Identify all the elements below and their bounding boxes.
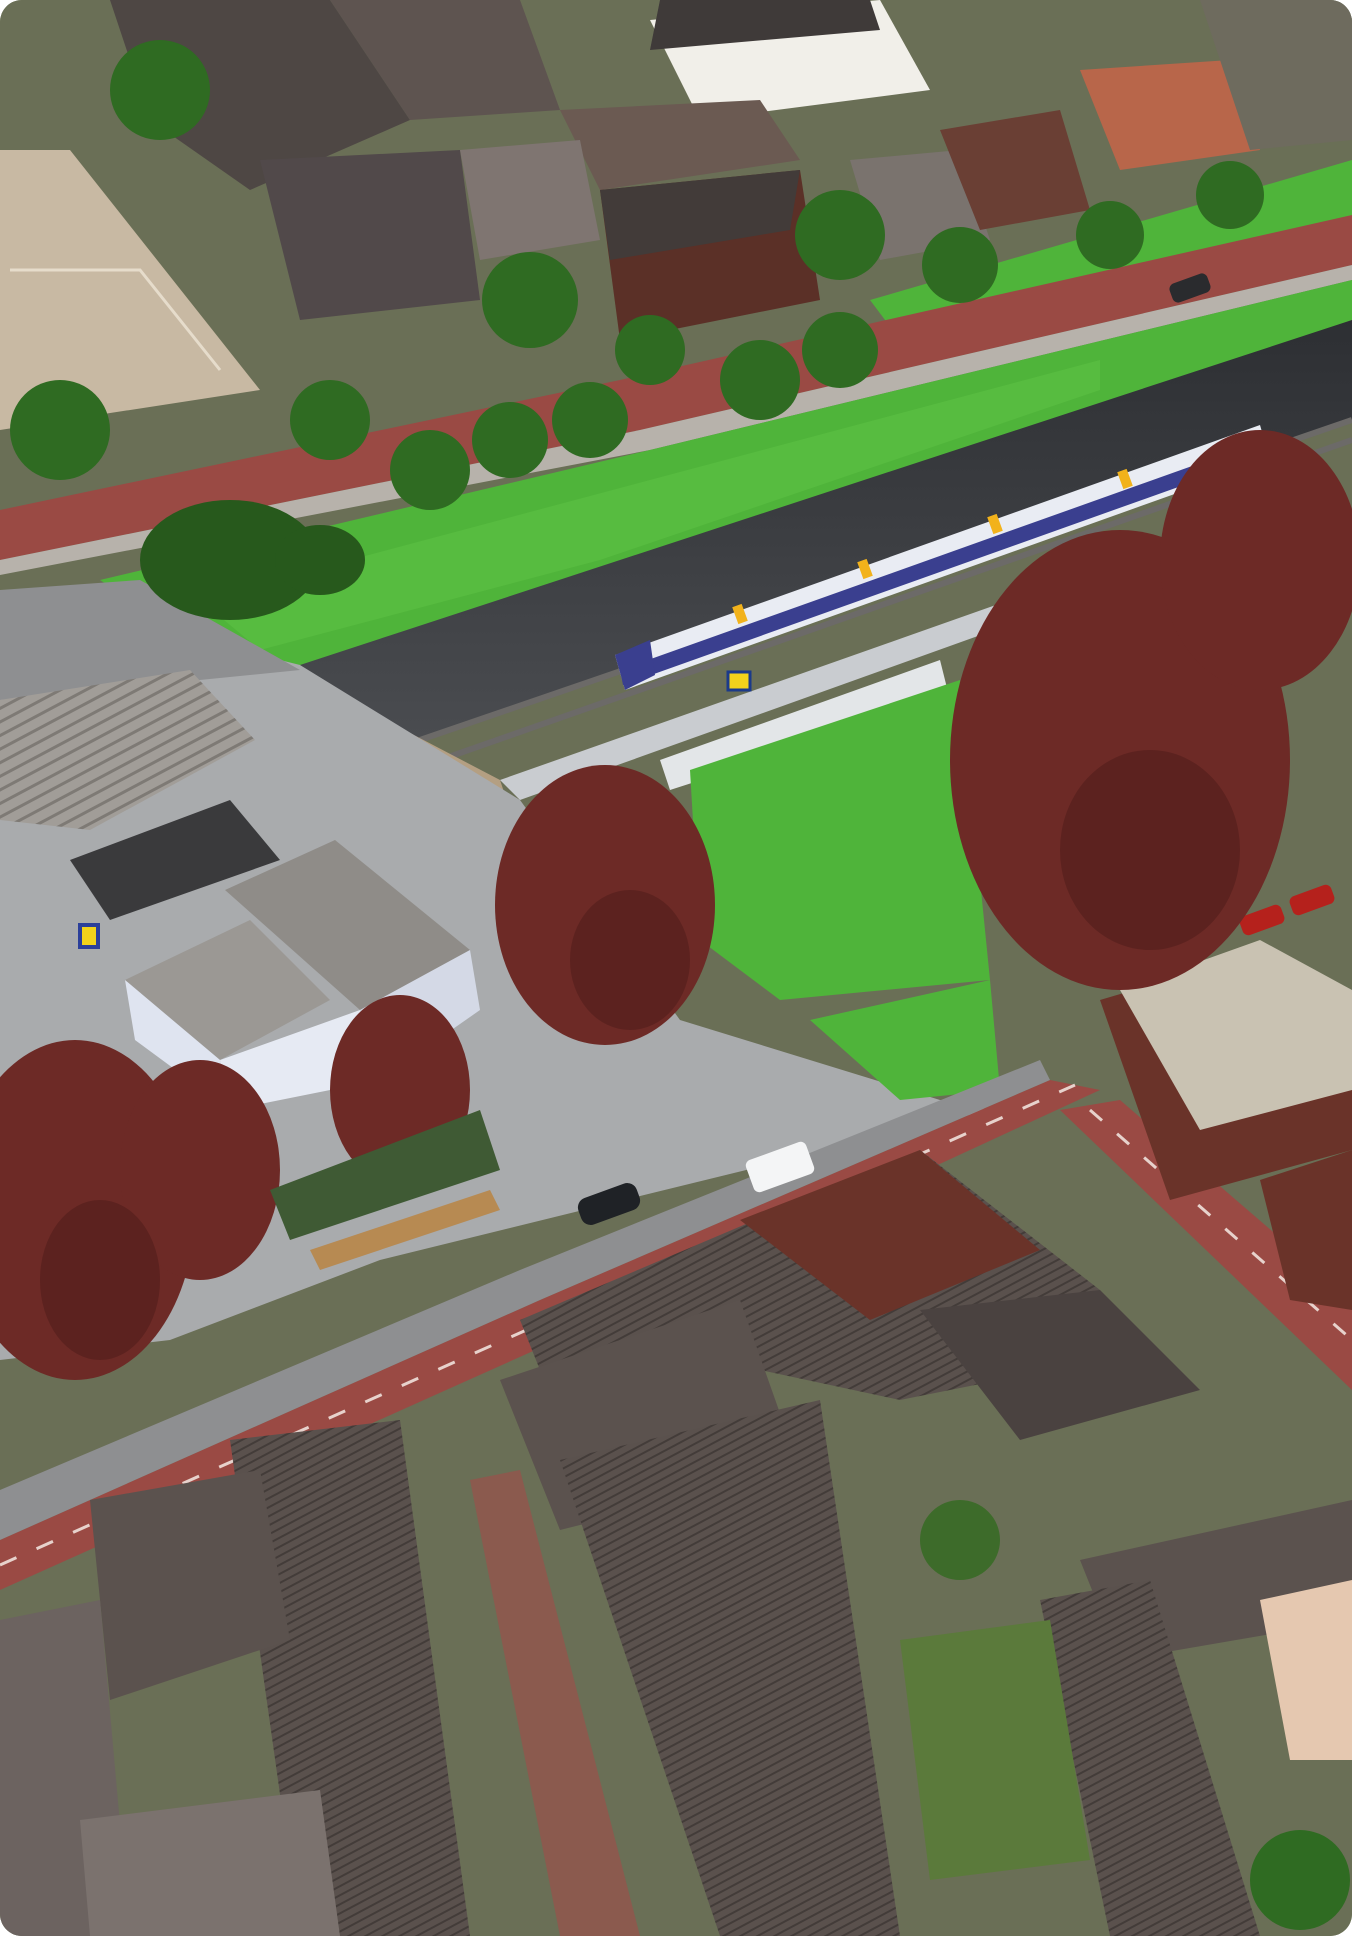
backyard-green: [900, 1620, 1090, 1880]
trees-north: [10, 40, 1264, 510]
field-lines: [10, 268, 222, 371]
north-sidewalk: [0, 265, 1352, 575]
station-canopy: [0, 670, 255, 830]
north-red-road: [0, 215, 1352, 560]
red-car-2: [1289, 884, 1335, 916]
tree-southeast: [1250, 1830, 1350, 1930]
shrub-cluster: [140, 500, 365, 620]
bench: [310, 1190, 500, 1270]
east-buildings: [1100, 940, 1352, 1310]
sports-field: [0, 150, 260, 430]
parked-car-north: [1169, 273, 1211, 303]
tree-south-mid: [920, 1500, 1000, 1580]
houses-south: [0, 1150, 1352, 1936]
station-sign: [726, 670, 752, 692]
train: [615, 425, 1270, 690]
east-road: [1060, 1100, 1352, 1390]
black-car: [577, 1183, 641, 1225]
trees-red-shade: [40, 750, 1240, 1360]
rail-cutting: [300, 320, 1352, 740]
path-grey: [0, 580, 300, 700]
red-car-1: [1239, 904, 1285, 936]
canopy-opening: [70, 800, 280, 920]
lawn-central: [690, 680, 990, 1000]
planter: [270, 1110, 500, 1240]
station-flag: [78, 923, 100, 949]
south-alley: [470, 1470, 640, 1936]
lawn-south: [810, 980, 1000, 1100]
lawn-highlight: [200, 360, 1100, 650]
white-van: [745, 1141, 815, 1193]
